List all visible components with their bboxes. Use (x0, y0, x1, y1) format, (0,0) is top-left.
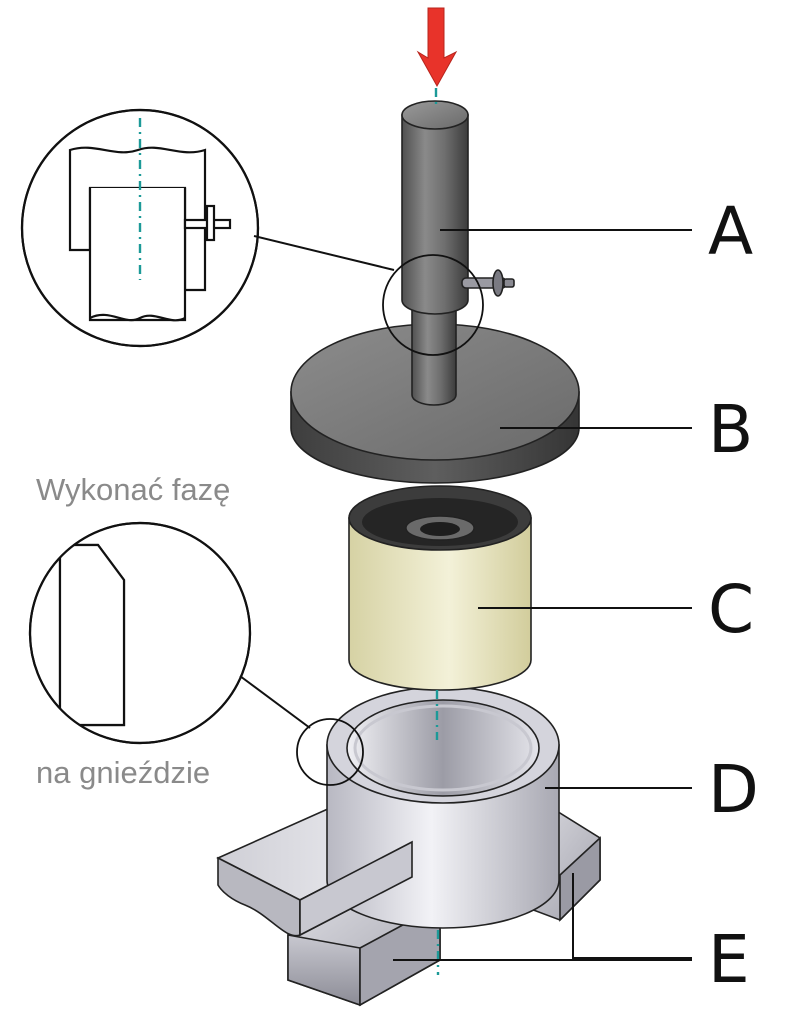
seat-ring (216, 686, 560, 937)
label-A: A (708, 193, 753, 270)
label-D: D (708, 751, 759, 828)
leader-detail-chamfer (239, 675, 311, 729)
sleeve (348, 485, 532, 691)
detail-view-pin (20, 108, 260, 348)
label-B: B (708, 391, 753, 468)
leader-detail-pin (253, 235, 395, 271)
leader-E (572, 873, 692, 959)
note-chamfer-line1: Wykonać fazę (36, 472, 230, 507)
detail-marker-chamfer (296, 718, 364, 786)
detail-marker-pin (382, 254, 484, 356)
label-E: E (708, 921, 750, 998)
label-C: C (708, 571, 754, 648)
center-axis (434, 88, 440, 975)
detail-view-chamfer (28, 521, 252, 745)
note-chamfer-line2: na gnieździe (36, 755, 210, 790)
punch-shaft (401, 100, 515, 406)
force-arrow-icon (416, 7, 458, 88)
